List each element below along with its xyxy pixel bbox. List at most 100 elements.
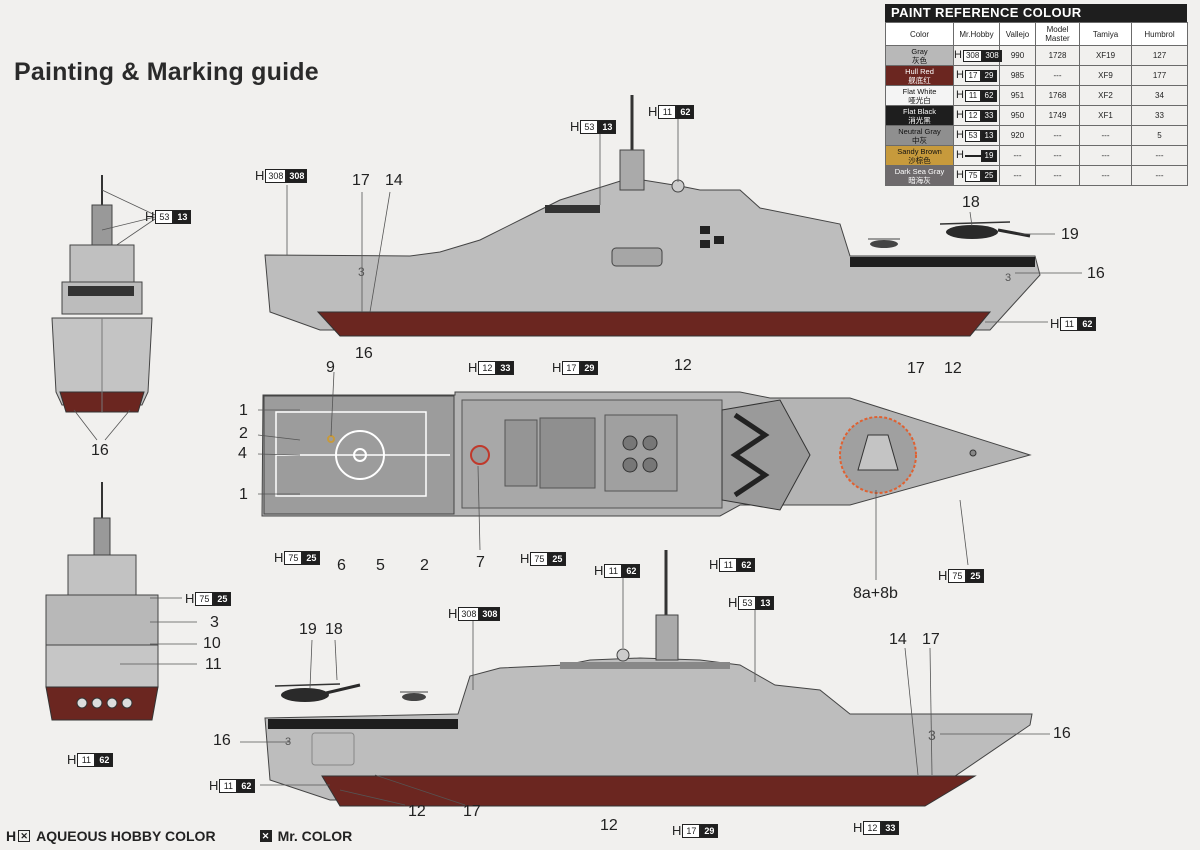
h-letter: H: [853, 820, 863, 835]
deck-equipment: [539, 417, 596, 489]
part-number: 3: [210, 614, 219, 631]
deck-view: [257, 371, 1032, 580]
color-name: Neutral Gray: [898, 126, 941, 136]
part-number: 2: [239, 425, 248, 442]
part-number: 16: [213, 732, 231, 749]
code-black: 13: [980, 129, 997, 142]
part-number: 14: [385, 172, 403, 189]
front-view: [51, 175, 156, 441]
part-number: 9: [326, 359, 335, 376]
top-leader: [369, 191, 391, 313]
deck-fitting-icon: [969, 449, 977, 457]
front-mast-leader: [101, 189, 156, 216]
hull-number: 3: [358, 265, 365, 279]
code-black: 308: [479, 606, 501, 621]
hull-number: 3: [928, 727, 936, 743]
paint-table-grid: Color Mr.Hobby Vallejo Model Master Tami…: [885, 22, 1188, 186]
front-bridge-windows: [68, 286, 134, 296]
code-black: 25: [966, 568, 985, 583]
legend-aqueous-label: AQUEOUS HOBBY COLOR: [36, 828, 216, 844]
code-white: 17: [682, 823, 701, 838]
part-number: 17: [352, 172, 370, 189]
part-number: 2: [420, 557, 429, 574]
code-white: 75: [284, 550, 303, 565]
part-number: 12: [674, 357, 692, 374]
waterjet-icon: [106, 697, 118, 709]
part-number: 16: [1087, 265, 1105, 282]
h-letter: H: [145, 209, 155, 224]
helipad-circle: [335, 430, 385, 480]
color-name: Gray: [911, 46, 928, 56]
code-white: 308: [265, 168, 287, 183]
code-black: 33: [980, 109, 997, 122]
code-white: 11: [658, 104, 677, 119]
bottom-mast-base: [655, 614, 679, 661]
stern-hangar: [45, 594, 159, 646]
code-black: 62: [622, 563, 641, 578]
code-black: 33: [496, 360, 515, 375]
paint-table-header-row: Color Mr.Hobby Vallejo Model Master Tami…: [885, 22, 1188, 46]
bottom-leader: [339, 789, 406, 806]
top-window: [700, 226, 710, 234]
stern-mast: [93, 517, 111, 559]
part-number: 1: [239, 402, 248, 419]
bottom-leader: [904, 647, 919, 776]
color-name: Dark Sea Gray: [894, 166, 945, 176]
h-letter: H: [672, 823, 682, 838]
legend: H ✕ AQUEOUS HOBBY COLOR ✕ Mr. COLOR: [6, 828, 394, 844]
h-letter: H: [274, 550, 284, 565]
front-leader: [73, 409, 98, 441]
code-white: 12: [478, 360, 497, 375]
part-number: 16: [91, 442, 109, 459]
code-white: 53: [738, 595, 757, 610]
stern-view: [45, 482, 197, 721]
part-number: 12: [600, 817, 618, 834]
code-white: 75: [948, 568, 967, 583]
part-number: 19: [1061, 226, 1079, 243]
column-header: Model Master: [1035, 22, 1080, 46]
color-name: Sandy Brown: [897, 146, 942, 156]
top-deck-edge: [850, 257, 1035, 267]
color-name-cn: 消光黑: [908, 115, 931, 125]
front-superstructure: [69, 244, 135, 286]
code-white: 11: [964, 89, 981, 102]
bow-gun-icon: [857, 434, 899, 471]
code-black: 19: [980, 149, 997, 162]
h-letter: H: [570, 119, 580, 134]
drone-icon: [870, 240, 898, 248]
legend-mr-color-label: Mr. COLOR: [277, 828, 353, 844]
code-white: 53: [580, 119, 599, 134]
top-leader: [969, 211, 973, 227]
helicopter-icon: [281, 688, 329, 702]
helicopter-tail: [997, 228, 1031, 238]
deck-vent-icon: [622, 435, 638, 451]
part-number: 1: [239, 486, 248, 503]
color-name-cn: 沙棕色: [908, 155, 931, 165]
part-number: 12: [944, 360, 962, 377]
code-black: 13: [598, 119, 617, 134]
code-black: 25: [548, 551, 567, 566]
code-white: 11: [219, 778, 238, 793]
deck-vent-icon: [642, 435, 658, 451]
humbrol-code: ---: [1131, 165, 1188, 186]
mr-color-box-icon: ✕: [259, 830, 272, 842]
code-black: 29: [580, 360, 599, 375]
part-number: 16: [1053, 725, 1071, 742]
front-leader: [104, 409, 131, 441]
bottom-leader: [374, 774, 466, 806]
hull-number: 3: [1005, 272, 1011, 284]
h-letter: H: [520, 551, 530, 566]
